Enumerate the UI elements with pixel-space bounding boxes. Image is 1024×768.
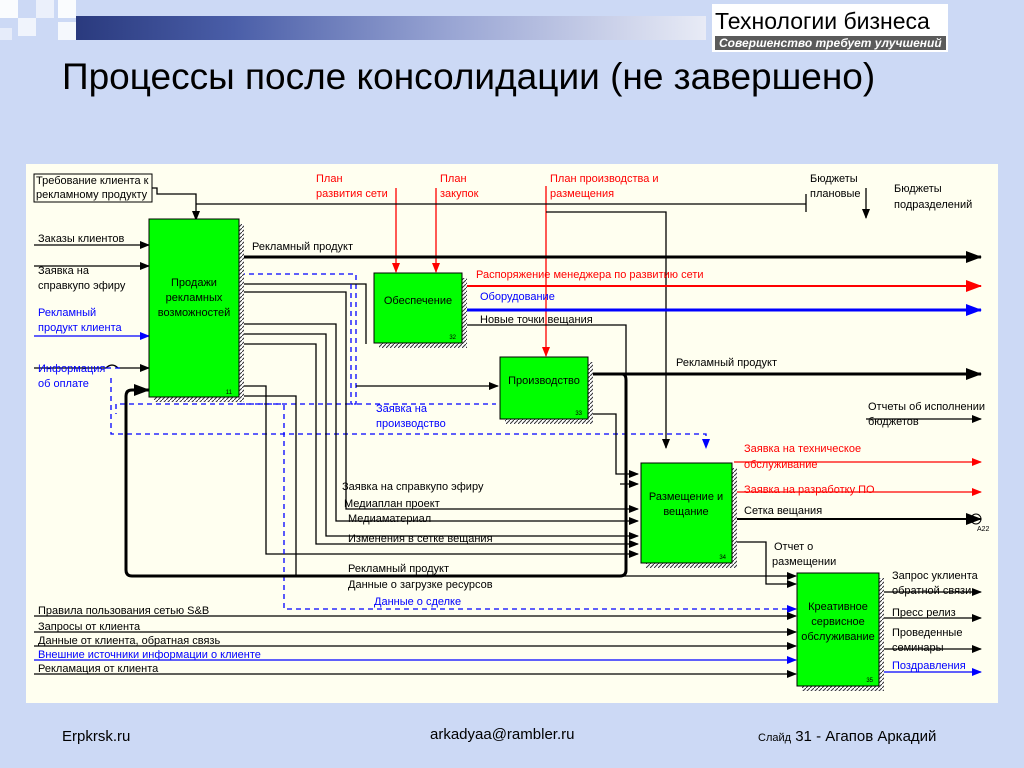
- label-congrats: Поздравления: [892, 660, 966, 672]
- decor-squares: [0, 0, 76, 40]
- label-plan-prod-l1: План производства и: [550, 173, 659, 185]
- activity-placement: [640, 462, 733, 564]
- label-budgets-plan-l2: плановые: [810, 188, 861, 200]
- footer-email: arkadyaa@rambler.ru: [430, 726, 575, 743]
- label-orders: Заказы клиентов: [38, 233, 125, 245]
- label-seminars-l1: Проведенные: [892, 627, 962, 639]
- label-placement-report-l2: размещении: [772, 556, 836, 568]
- label-req-client-l2: рекламному продукту: [36, 189, 148, 201]
- label-budget-reports-l2: бюджетов: [868, 416, 919, 428]
- activity-placement-l2: вещание: [663, 506, 708, 518]
- footer-slide-num: 31: [795, 728, 812, 745]
- activity-supply-num: 32: [449, 335, 456, 341]
- label-budget-reports-l1: Отчеты об исполнении: [868, 401, 985, 413]
- label-plan-buy-l2: закупок: [440, 188, 479, 200]
- label-plan-prod-l2: размещения: [550, 188, 614, 200]
- label-ad-product-top: Рекламный продукт: [252, 241, 353, 253]
- activity-placement-l1: Размещение и: [649, 491, 723, 503]
- label-payment-l2: об оплате: [38, 378, 89, 390]
- label-ad-product-mid: Рекламный продукт: [676, 357, 777, 369]
- activity-creative: [796, 572, 880, 687]
- label-media-material: Медиаматериал: [348, 513, 431, 525]
- label-ad-product-low: Рекламный продукт: [348, 563, 449, 575]
- activity-creative-num: 35: [866, 678, 873, 684]
- label-resource-load: Данные о загрузке ресурсов: [348, 579, 493, 591]
- label-payment-l1: Информация: [38, 363, 105, 375]
- label-grid-changes: Изменения в сетке вещания: [348, 533, 493, 545]
- activity-sales-l1: Продажи: [171, 277, 217, 289]
- label-software-request: Заявка на разработку ПО: [744, 484, 875, 496]
- brand-slogan: Совершенство требует улучшений: [715, 36, 946, 50]
- label-feedback-request-l2: обратной связи: [892, 585, 971, 597]
- activity-production-l1: Производство: [508, 375, 580, 387]
- label-plan-buy-l1: План: [440, 173, 467, 185]
- label-placement-report-l1: Отчет о: [774, 541, 813, 553]
- label-mediaplan: Медиаплан проект: [344, 498, 440, 510]
- label-equipment: Оборудование: [480, 291, 555, 303]
- activity-sales-l3: возможностей: [158, 307, 231, 319]
- label-budgets-plan-l1: Бюджеты: [810, 173, 858, 185]
- activity-creative-l1: Креативное: [808, 601, 868, 613]
- footer-slide: Слайд 31 - Агапов Аркадий: [758, 728, 936, 745]
- label-press-release: Пресс релиз: [892, 607, 956, 619]
- label-airtime-in: Заявка на справкупо эфиру: [342, 481, 484, 493]
- footer-site: Erpkrsk.ru: [62, 728, 131, 745]
- label-client-complaint: Рекламация от клиента: [38, 663, 159, 675]
- label-budgets-div-l1: Бюджеты: [894, 183, 942, 195]
- label-plan-net-l1: План: [316, 173, 343, 185]
- footer-author: - Агапов Аркадий: [816, 728, 937, 745]
- label-seminars-l2: семинары: [892, 642, 944, 654]
- slide-title: Процессы после консолидации (не завершен…: [62, 56, 876, 97]
- label-client-product-l1: Рекламный: [38, 307, 96, 319]
- activity-supply-l1: Обеспечение: [384, 295, 452, 307]
- label-tech-request-l1: Заявка на техническое: [744, 443, 861, 455]
- label-client-feedback: Данные от клиента, обратная связь: [38, 635, 220, 647]
- label-external-sources: Внешние источники информации о клиенте: [38, 649, 261, 661]
- label-req-client-l1: Требование клиента к: [36, 175, 149, 187]
- activity-sales-l2: рекламных: [166, 292, 223, 304]
- activity-creative-l3: обслуживание: [801, 631, 875, 643]
- footer-slide-word: Слайд: [758, 732, 792, 744]
- label-budgets-div-l2: подразделений: [894, 199, 972, 211]
- brand-name: Технологии бизнеса: [715, 8, 930, 34]
- activity-placement-num: 34: [719, 555, 726, 561]
- label-prod-request-l2: производство: [376, 418, 446, 430]
- activity-production: [499, 356, 589, 420]
- activity-supply: [373, 272, 463, 344]
- idef0-diagram: Продажи рекламных возможностей 11 Обеспе…: [26, 164, 998, 703]
- activity-sales-num: 11: [226, 390, 233, 396]
- label-tech-request-l2: обслуживание: [744, 459, 818, 471]
- label-manager-order: Распоряжение менеджера по развитию сети: [476, 269, 704, 281]
- label-new-points: Новые точки вещания: [480, 314, 593, 326]
- label-airtime-l1: Заявка на: [38, 265, 90, 277]
- activity-sales: [148, 218, 240, 398]
- label-deal-data: Данные о сделке: [374, 596, 461, 608]
- label-sb-rules: Правила пользования сетью S&B: [38, 605, 209, 617]
- label-prod-request-l1: Заявка на: [376, 403, 428, 415]
- activity-production-num: 33: [575, 411, 582, 417]
- label-feedback-request-l1: Запрос уклиента: [892, 570, 979, 582]
- label-plan-net-l2: развития сети: [316, 188, 388, 200]
- activity-creative-l2: сервисное: [811, 616, 865, 628]
- header-bar: [76, 16, 706, 40]
- label-broadcast-grid: Сетка вещания: [744, 505, 822, 517]
- label-client-product-l2: продукт клиента: [38, 322, 123, 334]
- label-airtime-l2: справкупо эфиру: [38, 280, 126, 292]
- label-terminal: A22: [977, 526, 990, 533]
- label-client-requests: Запросы от клиента: [38, 621, 141, 633]
- terminal-circle: [970, 513, 982, 525]
